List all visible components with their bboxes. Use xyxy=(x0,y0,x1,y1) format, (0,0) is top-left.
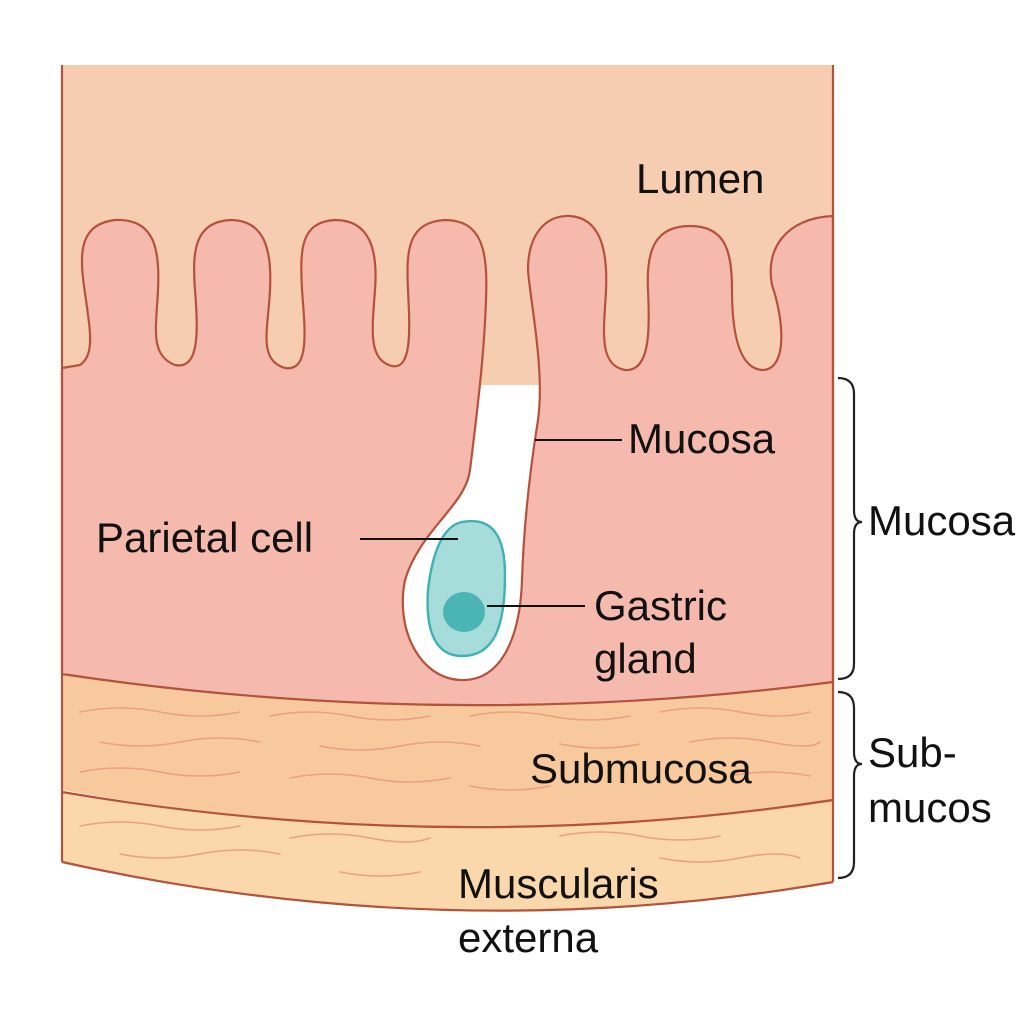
mucosa-bracket xyxy=(837,376,863,681)
submucosa-bracket-label-line1: Sub- xyxy=(868,729,957,776)
submucosa-muscularis-boundary xyxy=(61,790,834,829)
mucosa-label: Mucosa xyxy=(628,415,776,462)
gastric-gland-label-line1: Gastric xyxy=(594,582,727,629)
gastric-gland-label-line2: gland xyxy=(594,635,697,682)
submucosa-bracket-label-line2: mucos xyxy=(868,784,992,831)
parietal-cell-nucleus xyxy=(443,592,485,632)
submucosa-layer xyxy=(62,674,833,829)
muscularis-bottom-edge xyxy=(61,860,834,912)
parietal-cell xyxy=(426,519,507,658)
submucosa-fibers xyxy=(79,707,821,791)
muscularis-fibers xyxy=(79,821,801,877)
submucosa-bracket xyxy=(837,690,863,880)
submucosa-label: Submucosa xyxy=(530,745,752,792)
mucosa-bracket-label: Mucosa xyxy=(868,497,1016,544)
parietal-cell-label: Parietal cell xyxy=(96,514,313,561)
mucosa-layer xyxy=(60,214,835,707)
lumen-label: Lumen xyxy=(636,155,764,202)
muscularis-externa-label-line2: externa xyxy=(458,914,599,961)
muscularis-externa-label-line1: Muscularis xyxy=(458,860,659,907)
